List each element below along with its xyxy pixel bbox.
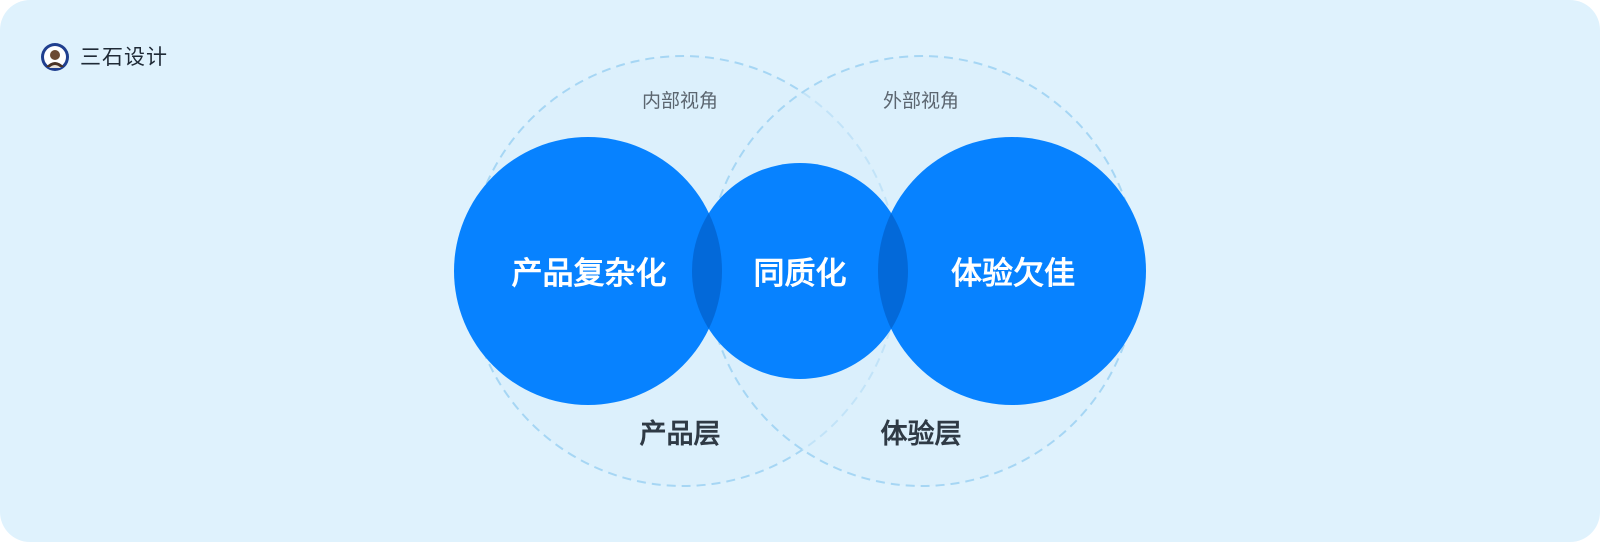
poor-experience-label: 体验欠佳 bbox=[951, 256, 1075, 292]
poor-experience-circle bbox=[878, 137, 1146, 405]
brand-name: 三石设计 bbox=[80, 45, 168, 69]
homogenization-circle bbox=[692, 163, 908, 379]
inner-view-label: 内部视角 bbox=[642, 90, 718, 112]
avatar-icon bbox=[41, 43, 69, 71]
brand: 三石设计 bbox=[40, 42, 168, 72]
product-layer-label: 产品层 bbox=[640, 419, 721, 450]
homogenization-label: 同质化 bbox=[754, 256, 847, 292]
product-complexity-circle bbox=[454, 137, 722, 405]
outer-view-label: 外部视角 bbox=[883, 90, 959, 112]
product-complexity-label: 产品复杂化 bbox=[512, 256, 667, 292]
experience-layer-label: 体验层 bbox=[881, 418, 962, 450]
